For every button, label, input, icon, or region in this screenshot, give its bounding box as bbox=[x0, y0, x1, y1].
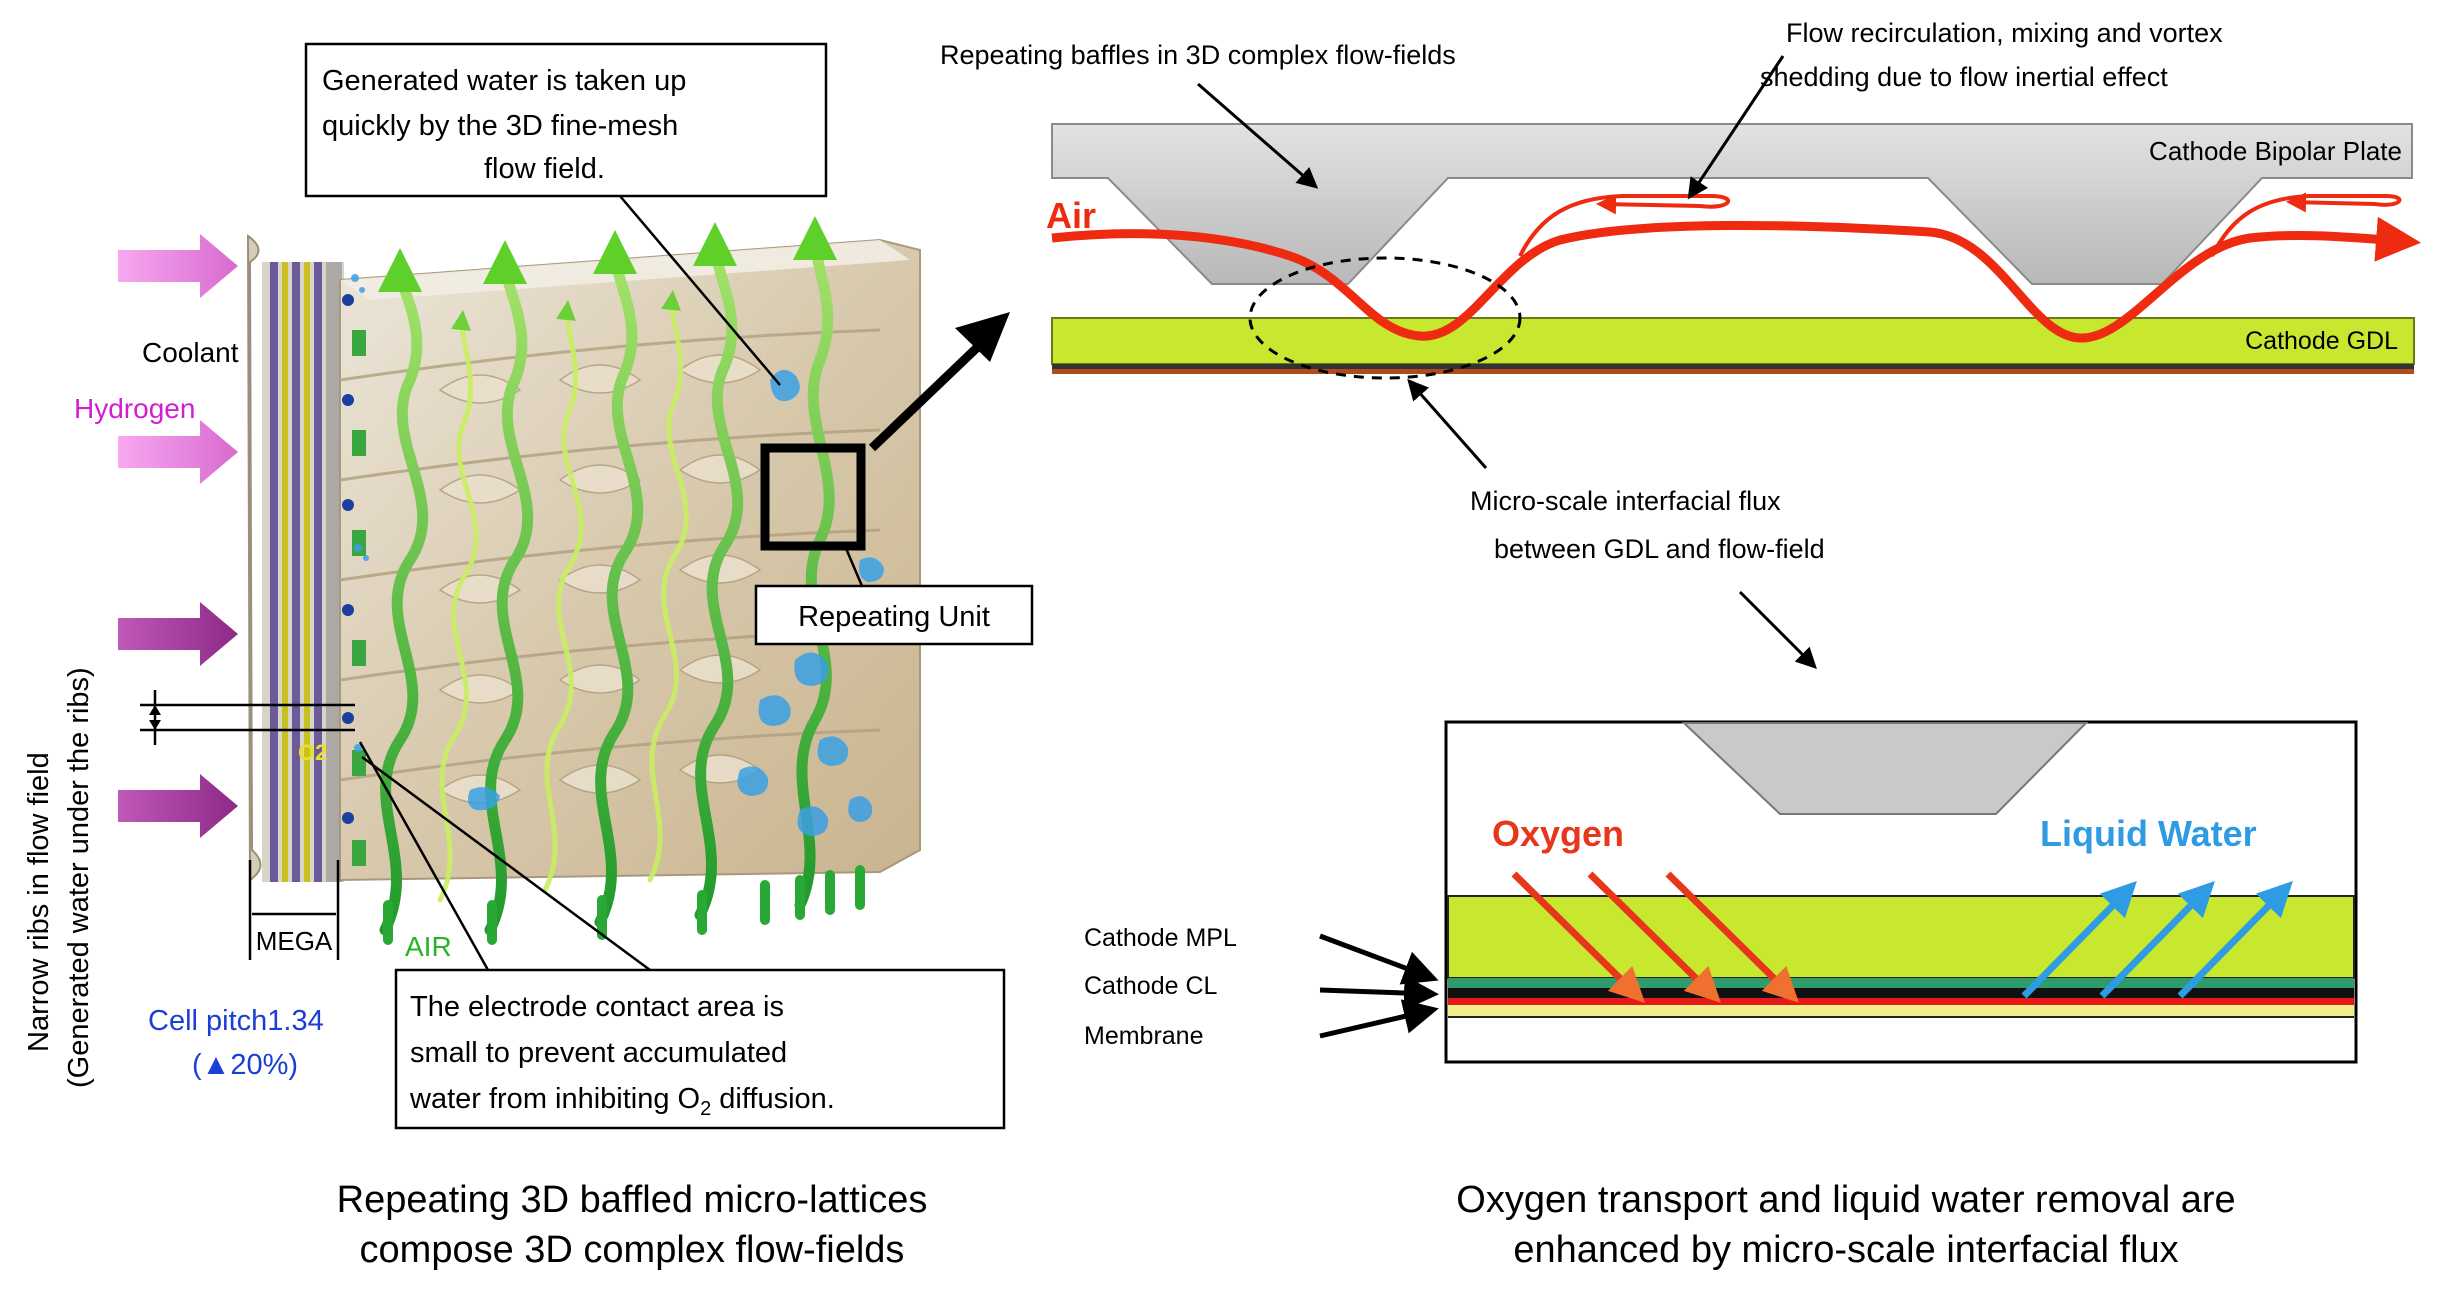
detail-mpl bbox=[1448, 978, 2354, 988]
mega-dimension bbox=[248, 860, 340, 960]
detail-cl bbox=[1448, 988, 2354, 998]
left-caption-line-1: Repeating 3D baffled micro-lattices bbox=[337, 1179, 928, 1221]
recirculation-leader bbox=[1687, 55, 1785, 200]
baffles-leader bbox=[1197, 82, 1319, 189]
right-panel: Cathode Bipolar Plate Cathode GDL Air Re… bbox=[940, 18, 2421, 1271]
recirculation-loop-2 bbox=[2210, 192, 2402, 257]
layer-leaders bbox=[1319, 933, 1439, 1039]
callout-contact-leader-1 bbox=[358, 741, 490, 971]
left-panel: Generated water is taken up quickly by t… bbox=[23, 42, 1034, 1271]
gdl-mpl-strip bbox=[1052, 364, 2414, 369]
water-droplets bbox=[351, 274, 884, 836]
callout-water-text-1: Generated water is taken up bbox=[322, 65, 686, 97]
inlet-arrow-4 bbox=[118, 774, 238, 838]
interfacial-ellipse bbox=[1248, 256, 1522, 380]
repeating-unit-leader bbox=[843, 545, 864, 587]
recirculation-label-2: shedding due to flow inertial effect bbox=[1760, 62, 2168, 92]
repeating-unit-label: Repeating Unit bbox=[798, 601, 990, 633]
recirculation-loop-1 bbox=[1518, 194, 1731, 257]
coolant-inlet-arrow bbox=[118, 234, 238, 298]
left-caption-line-2: compose 3D complex flow-fields bbox=[360, 1229, 905, 1271]
narrow-ribs-label: Narrow ribs in flow field (Generated wat… bbox=[23, 667, 95, 1088]
air-label: Air bbox=[1046, 195, 1096, 236]
interfacial-flux-label-1: Micro-scale interfacial flux bbox=[1470, 486, 1781, 516]
cell-pitch-change-label: (▲20%) bbox=[192, 1049, 298, 1081]
recirculation-label-1: Flow recirculation, mixing and vortex bbox=[1786, 18, 2223, 48]
cathode-gdl bbox=[1051, 317, 2415, 365]
repeating-unit-box bbox=[760, 443, 866, 551]
cathode-bipolar-plate bbox=[1051, 123, 2413, 285]
callout-contact-box bbox=[394, 968, 1006, 1130]
zoom-arrow-head bbox=[955, 312, 1010, 362]
callout-water-text-2: quickly by the 3D fine-mesh bbox=[322, 110, 678, 142]
mega-stack bbox=[246, 234, 344, 882]
callout-contact-text-2: small to prevent accumulated bbox=[410, 1037, 787, 1069]
gdl-label: Cathode GDL bbox=[2245, 327, 2398, 355]
detail-membrane bbox=[1448, 1005, 2354, 1017]
repeating-unit-label-box bbox=[754, 584, 1034, 646]
zoom-arrow-shaft bbox=[868, 336, 989, 452]
detail-baffle bbox=[1681, 722, 2089, 815]
oxygen-arrows bbox=[1511, 871, 1799, 1003]
membrane-label: Membrane bbox=[1084, 1022, 1204, 1050]
micro-scale-detail: Oxygen Liquid Water bbox=[1444, 720, 2358, 1064]
o2-label: O2 bbox=[298, 740, 327, 765]
callout-water-box bbox=[304, 42, 828, 198]
oxygen-label: Oxygen bbox=[1492, 813, 1624, 854]
coolant-label: Coolant bbox=[142, 337, 239, 368]
callout-water-leader bbox=[619, 195, 781, 386]
callout-contact-text-1: The electrode contact area is bbox=[410, 991, 784, 1023]
interfacial-flux-label-2: between GDL and flow-field bbox=[1494, 534, 1825, 564]
air-flow-curve bbox=[1051, 216, 2421, 343]
baffles-label: Repeating baffles in 3D complex flow-fie… bbox=[940, 40, 1456, 70]
zoom-leader bbox=[1738, 590, 1817, 669]
right-caption-line-2: enhanced by micro-scale interfacial flux bbox=[1513, 1229, 2178, 1271]
cathode-cl-label: Cathode CL bbox=[1084, 972, 1218, 1000]
bipolar-plate-label: Cathode Bipolar Plate bbox=[2149, 136, 2402, 166]
mega-label: MEGA bbox=[256, 926, 333, 956]
cell-pitch-label: Cell pitch1.34 bbox=[148, 1005, 324, 1037]
narrow-ribs-line-2: (Generated water under the ribs) bbox=[63, 667, 95, 1088]
narrow-ribs-line-1: Narrow ribs in flow field bbox=[23, 752, 55, 1052]
hydrogen-label: Hydrogen bbox=[74, 393, 195, 424]
rib-pitch-dimension bbox=[140, 690, 355, 745]
liquid-water-arrows bbox=[2021, 881, 2293, 999]
inlet-arrow-3 bbox=[118, 602, 238, 666]
callout-water-text-3: flow field. bbox=[484, 153, 605, 185]
inlet-arrows bbox=[118, 234, 238, 838]
callout-contact-leader-2 bbox=[361, 755, 651, 972]
interfacial-flux-leader bbox=[1407, 378, 1488, 469]
hydrogen-inlet-arrow bbox=[118, 420, 238, 484]
liquid-water-label: Liquid Water bbox=[2040, 813, 2257, 854]
detail-membrane-red bbox=[1448, 998, 2354, 1005]
detail-gdl bbox=[1447, 895, 2355, 979]
cathode-mpl-label: Cathode MPL bbox=[1084, 924, 1237, 952]
callout-contact-text-3: water from inhibiting O2 diffusion. bbox=[409, 1083, 835, 1120]
air-label: AIR bbox=[405, 931, 452, 962]
right-caption-line-1: Oxygen transport and liquid water remova… bbox=[1456, 1179, 2235, 1221]
gdl-cl-strip bbox=[1052, 369, 2414, 374]
